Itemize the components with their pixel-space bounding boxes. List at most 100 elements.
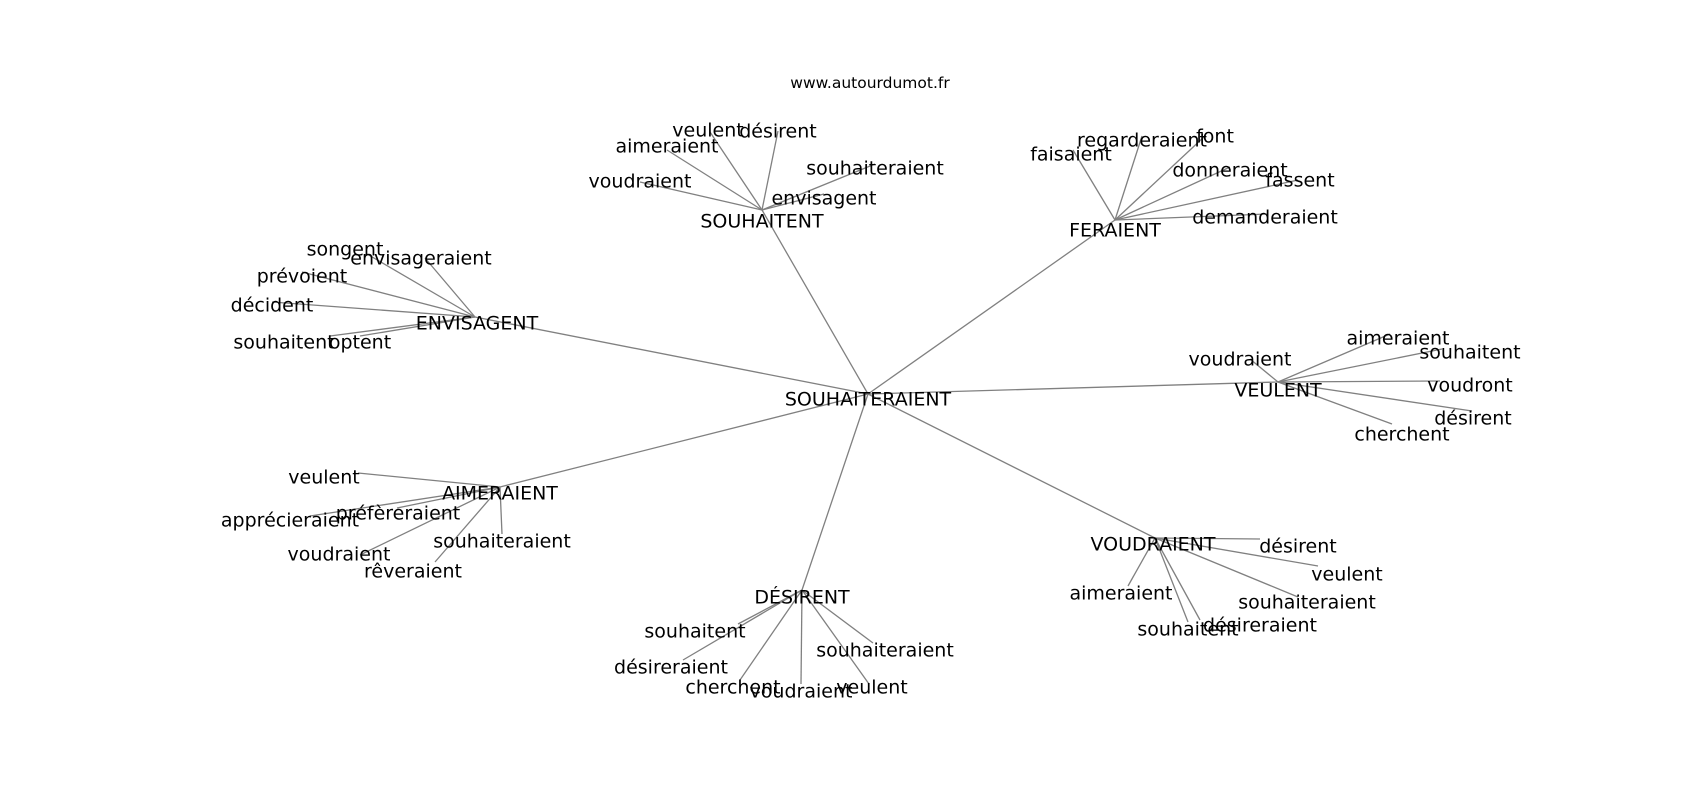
leaf-node-souhaitent-veulent: veulent	[672, 120, 743, 142]
leaf-node-feraient-faisaient: faisaient	[1030, 144, 1112, 166]
leaf-node-aimeraient-veulent: veulent	[288, 467, 359, 489]
edge-root-desirent	[801, 393, 869, 591]
leaf-node-souhaitent-aimeraient: aimeraient	[615, 136, 718, 158]
leaf-node-desirent-voudraient: voudraient	[750, 681, 853, 703]
edge-desirent-cherchent	[739, 589, 803, 681]
edge-voudraient-desirent	[1154, 537, 1261, 540]
leaf-node-desirent-desireraient: désireraient	[614, 657, 728, 679]
edge-souhaitent-souhaiteraient	[761, 163, 876, 211]
edge-aimeraient-veulent	[357, 472, 501, 488]
leaf-node-aimeraient-voudraient: voudraient	[288, 544, 391, 566]
edge-souhaitent-voudraient	[639, 181, 763, 211]
edge-souhaitent-aimeraient	[666, 149, 763, 211]
leaf-node-voudraient-desireraient: désireraient	[1203, 615, 1317, 637]
hub-node-envisagent: ENVISAGENT	[416, 313, 539, 335]
edge-voudraient-desireraient	[1154, 537, 1201, 621]
leaf-node-veulent-souhaitent: souhaitent	[1419, 342, 1520, 364]
edge-aimeraient-voudraient	[359, 486, 501, 556]
leaf-node-feraient-font: font	[1196, 126, 1234, 148]
hub-node-feraient: FERAIENT	[1069, 220, 1161, 242]
leaf-node-voudraient-desirent: désirent	[1259, 536, 1337, 558]
edge-envisagent-souhaitent	[329, 316, 476, 337]
edge-veulent-cherchent	[1277, 381, 1393, 425]
hub-node-souhaitent: SOUHAITENT	[700, 211, 824, 233]
leaf-node-voudraient-souhaiteraient: souhaiteraient	[1238, 592, 1376, 614]
leaf-node-voudraient-souhaitent: souhaitent	[1137, 619, 1238, 641]
edge-envisagent-envisageraient	[424, 257, 476, 318]
leaf-node-envisagent-prevoient: prévoient	[257, 266, 347, 288]
edge-desirent-desireraient	[682, 589, 803, 661]
leaf-node-aimeraient-prefereraient: préfèreraient	[336, 503, 461, 525]
watermark: www.autourdumot.fr	[790, 74, 950, 92]
edge-voudraient-veulent	[1154, 537, 1319, 567]
leaf-node-veulent-aimeraient: aimeraient	[1346, 328, 1449, 350]
edge-envisagent-optent	[359, 316, 476, 337]
edge-souhaitent-envisagent	[761, 193, 825, 211]
edge-veulent-aimeraient	[1277, 333, 1391, 383]
edge-desirent-souhaiteraient	[801, 589, 874, 644]
edge-envisagent-decident	[271, 301, 476, 318]
edge-voudraient-souhaitent	[1154, 537, 1189, 623]
edge-veulent-desirent	[1277, 381, 1473, 412]
leaf-node-veulent-cherchent: cherchent	[1354, 424, 1449, 446]
edge-aimeraient-apprecieraient	[309, 486, 501, 517]
leaf-node-souhaitent-desirent: désirent	[739, 121, 817, 143]
leaf-node-envisagent-optent: optent	[329, 332, 391, 354]
edge-feraient-regarderaient	[1114, 135, 1143, 221]
leaf-node-aimeraient-apprecieraient: apprécieraient	[221, 510, 359, 532]
leaf-node-voudraient-aimeraient: aimeraient	[1069, 583, 1172, 605]
edge-root-aimeraient	[499, 393, 869, 488]
leaf-node-desirent-veulent: veulent	[836, 677, 907, 699]
graph-labels: SOUHAITERAIENTSOUHAITENTveulentdésirenta…	[221, 120, 1521, 703]
edge-aimeraient-souhaiteraient	[499, 486, 503, 535]
edge-veulent-souhaitent	[1277, 348, 1443, 383]
edge-feraient-donneraient	[1114, 166, 1231, 221]
leaf-node-feraient-demanderaient: demanderaient	[1192, 207, 1338, 229]
edge-veulent-voudront	[1277, 380, 1441, 383]
edge-root-envisagent	[474, 316, 869, 395]
edge-veulent-voudraient	[1249, 358, 1279, 383]
edge-envisagent-songent	[366, 253, 476, 318]
edge-desirent-veulent	[801, 589, 870, 685]
leaf-node-feraient-regarderaient: regarderaient	[1077, 130, 1207, 152]
leaf-node-veulent-voudraient: voudraient	[1189, 349, 1292, 371]
leaf-node-desirent-souhaitent: souhaitent	[644, 621, 745, 643]
edge-feraient-fassent	[1114, 179, 1299, 221]
leaf-node-souhaitent-souhaiteraient: souhaiteraient	[806, 158, 944, 180]
hub-node-voudraient: VOUDRAIENT	[1090, 534, 1215, 556]
edge-souhaitent-desirent	[761, 130, 779, 211]
edge-root-feraient	[867, 219, 1116, 395]
leaf-node-envisagent-souhaitent: souhaitent	[233, 332, 334, 354]
edge-aimeraient-reveraient	[434, 486, 501, 563]
leaf-node-envisagent-decident: décident	[231, 295, 314, 317]
leaf-node-souhaitent-voudraient: voudraient	[589, 171, 692, 193]
hub-node-veulent: VEULENT	[1234, 380, 1322, 402]
root-node-label: SOUHAITERAIENT	[785, 389, 952, 411]
leaf-node-veulent-desirent: désirent	[1434, 408, 1512, 430]
leaf-node-souhaitent-envisagent: envisagent	[771, 188, 876, 210]
edge-voudraient-souhaiteraient	[1154, 537, 1299, 598]
edge-souhaitent-veulent	[709, 131, 763, 211]
leaf-node-feraient-fassent: fassent	[1265, 170, 1334, 192]
edge-feraient-faisaient	[1072, 149, 1116, 221]
edge-voudraient-aimeraient	[1127, 537, 1156, 587]
graph-edges	[271, 130, 1473, 685]
edge-root-souhaitent	[761, 209, 869, 395]
leaf-node-aimeraient-souhaiteraient: souhaiteraient	[433, 531, 571, 553]
edge-desirent-voudraient	[800, 589, 803, 685]
edge-feraient-demanderaient	[1114, 213, 1268, 221]
leaf-node-aimeraient-reveraient: rêveraient	[364, 561, 462, 583]
hub-node-aimeraient: AIMERAIENT	[442, 483, 558, 505]
edge-feraient-font	[1114, 135, 1206, 221]
edge-aimeraient-prefereraient	[396, 486, 501, 509]
leaf-node-envisagent-songent: songent	[307, 239, 384, 261]
hub-node-desirent: DÉSIRENT	[754, 586, 850, 609]
leaf-node-veulent-voudront: voudront	[1427, 375, 1512, 397]
leaf-node-desirent-souhaiteraient: souhaiteraient	[816, 640, 954, 662]
leaf-node-desirent-cherchent: cherchent	[685, 677, 780, 699]
leaf-node-feraient-donneraient: donneraient	[1172, 160, 1287, 182]
edge-root-veulent	[867, 381, 1279, 395]
leaf-node-voudraient-veulent: veulent	[1311, 564, 1382, 586]
edge-root-voudraient	[867, 393, 1156, 539]
